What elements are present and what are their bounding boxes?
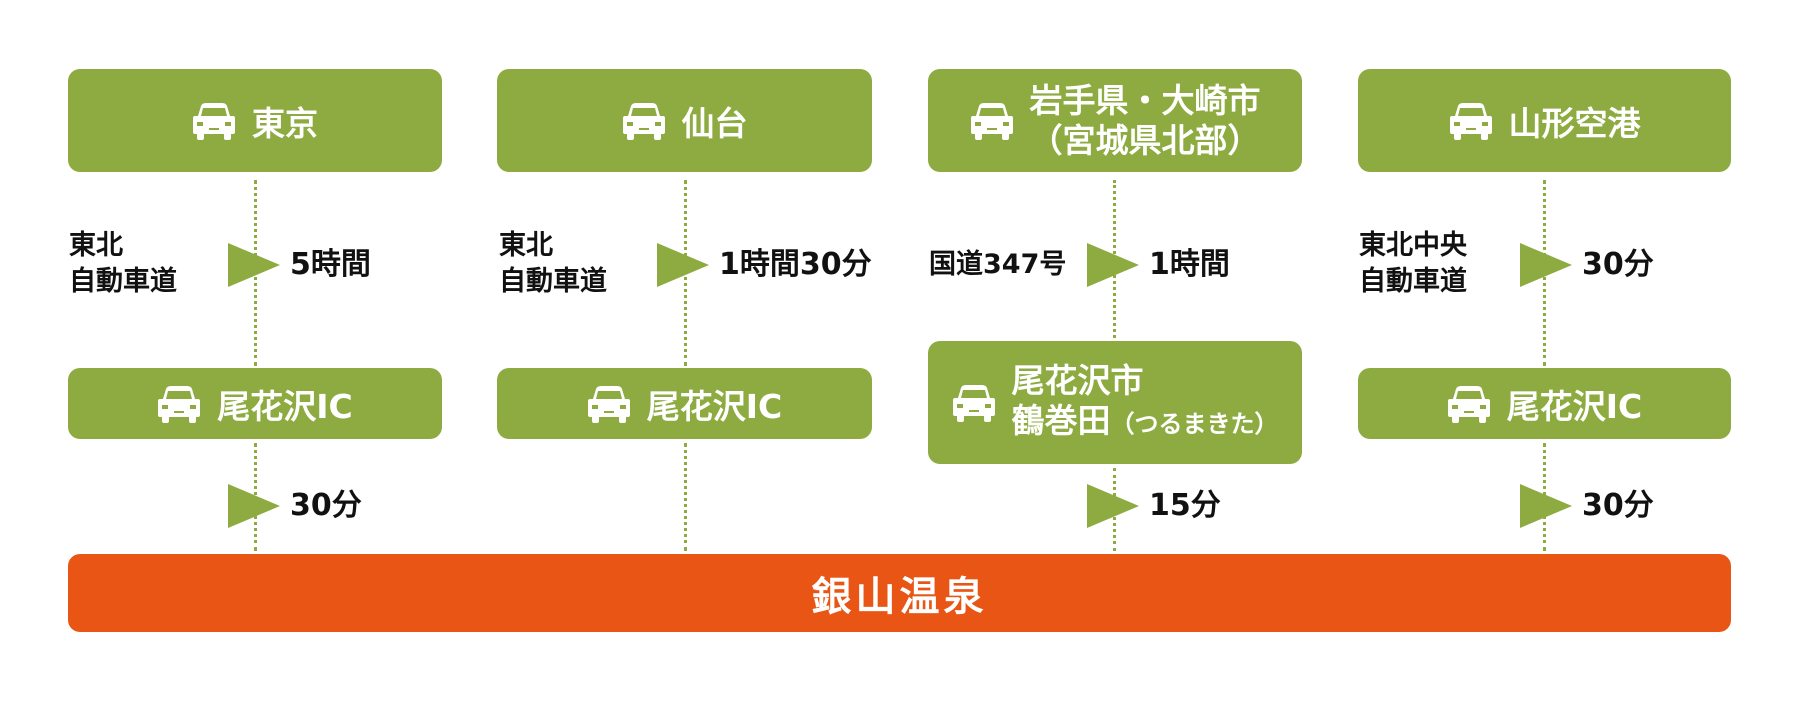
road-label: 国道347号	[929, 249, 1067, 280]
travel-time: 15分	[1149, 488, 1221, 523]
travel-time: 5時間	[290, 247, 371, 282]
car-icon	[157, 385, 201, 423]
travel-time: 1時間30分	[719, 247, 872, 282]
via-box: 尾花沢IC	[497, 368, 872, 439]
via-box: 尾花沢市鶴巻田（つるまきた）	[928, 341, 1302, 464]
origin-box-iwate-osaki: 岩手県・大崎市（宮城県北部）	[928, 69, 1302, 172]
car-icon	[192, 102, 236, 140]
travel-time: 30分	[1582, 247, 1654, 282]
arrow-icon	[228, 484, 280, 528]
travel-time: 30分	[290, 488, 362, 523]
arrow-icon	[657, 243, 709, 287]
travel-time: 1時間	[1149, 247, 1230, 282]
car-icon	[970, 102, 1014, 140]
arrow-icon	[1520, 243, 1572, 287]
route-line	[684, 443, 687, 551]
via-box: 尾花沢IC	[1358, 368, 1731, 439]
origin-box-yamagata-airport: 山形空港	[1358, 69, 1731, 172]
arrow-icon	[1087, 243, 1139, 287]
origin-box-tokyo: 東京	[68, 69, 442, 172]
road-label: 東北中央自動車道	[1359, 230, 1467, 297]
car-icon	[1447, 385, 1491, 423]
road-label: 東北自動車道	[499, 230, 607, 297]
arrow-icon	[1087, 484, 1139, 528]
road-label: 東北自動車道	[69, 230, 177, 297]
origin-box-sendai: 仙台	[497, 69, 872, 172]
car-icon	[622, 102, 666, 140]
car-icon	[587, 385, 631, 423]
via-box: 尾花沢IC	[68, 368, 442, 439]
travel-time: 30分	[1582, 488, 1654, 523]
car-icon	[952, 384, 996, 422]
origin-label: 東京	[252, 103, 318, 143]
car-icon	[1449, 102, 1493, 140]
arrow-icon	[1520, 484, 1572, 528]
destination-box: 銀山温泉	[68, 554, 1731, 632]
arrow-icon	[228, 243, 280, 287]
